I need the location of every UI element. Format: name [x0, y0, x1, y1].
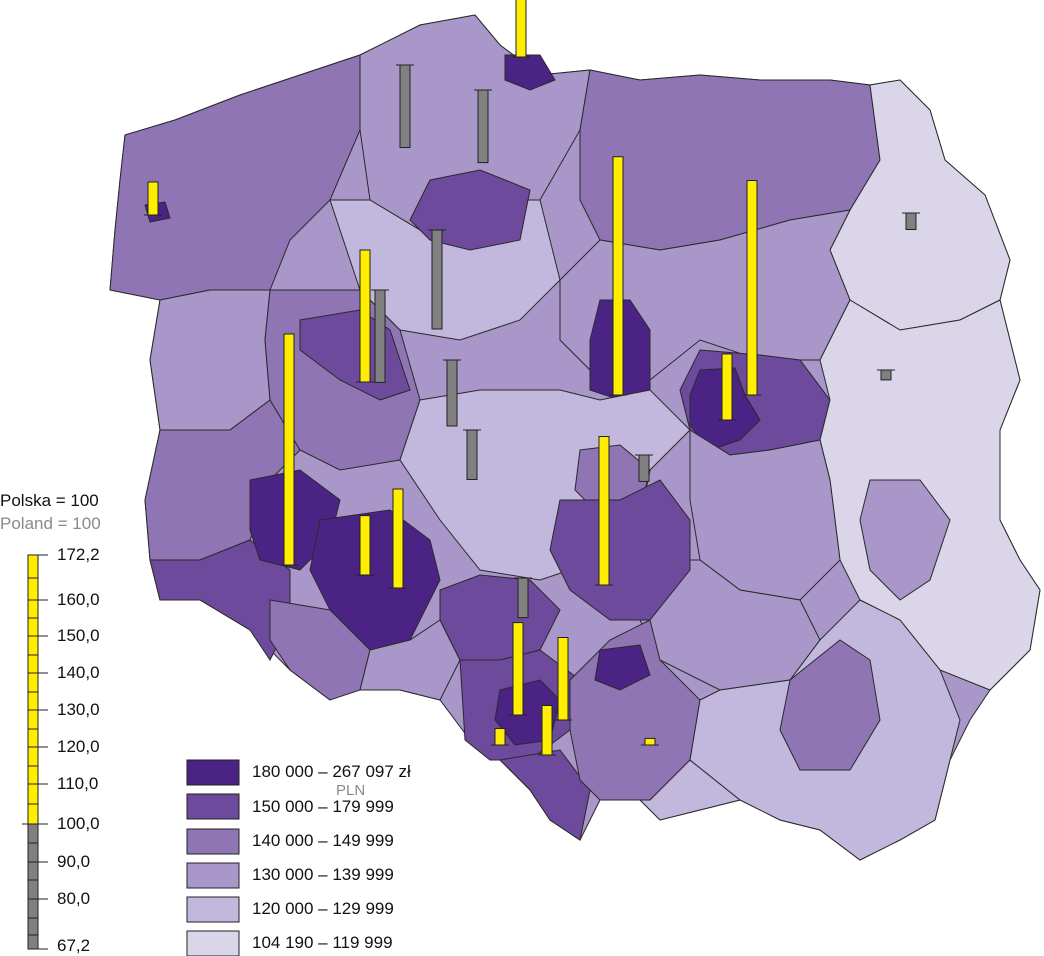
legend-unit-pl: zł: [398, 762, 411, 781]
legend-label-2: 150 000 – 179 999: [252, 797, 394, 816]
region-radom: [689, 429, 841, 601]
region-index-bar: [392, 488, 404, 589]
region-walbrzych: [269, 599, 371, 701]
region-index-bar: [399, 64, 411, 148]
region-index-bar: [359, 515, 371, 576]
region-opolskie: [359, 619, 461, 701]
region-index-bar: [746, 180, 758, 396]
region-krakow: [594, 644, 651, 691]
region-index-bar: [598, 436, 610, 586]
scale-title-pl: Polska = 100: [0, 491, 99, 510]
region-index-bar: [359, 249, 371, 383]
legend-label-3: 140 000 – 149 999: [252, 831, 394, 850]
legend-label-4: 130 000 – 139 999: [252, 865, 394, 884]
region-index-bar: [477, 89, 489, 164]
region-index-bar: [466, 429, 478, 480]
region-index-bar: [644, 737, 656, 746]
legend-label-6: 104 190 – 119 999: [252, 933, 393, 952]
region-index-bar: [374, 289, 386, 383]
region-index-bar: [515, 0, 527, 58]
region-rzeszow: [779, 639, 881, 771]
region-piotrkowski: [549, 479, 691, 621]
scale-title-en: Poland = 100: [0, 514, 101, 533]
index-scale: [22, 554, 48, 950]
region-index-bar: [721, 353, 733, 421]
region-index-bar: [541, 705, 553, 756]
legend-swatch-6: [186, 930, 240, 956]
scale-tick-reference: 100,0: [57, 814, 100, 833]
region-gdansk: [504, 54, 556, 91]
region-index-bar: [557, 637, 569, 721]
scale-tick-label: 140,0: [57, 663, 100, 682]
region-index-bar: [494, 728, 506, 746]
scale-tick-label: 120,0: [57, 737, 100, 756]
scale-tick-label: 80,0: [57, 889, 91, 908]
scale-tick-label: 67,2: [57, 936, 91, 955]
region-index-bar: [512, 622, 524, 716]
scale-tick-label: 172,2: [57, 545, 100, 564]
region-west-north: [109, 54, 361, 301]
region-index-bar: [638, 454, 650, 482]
legend-label-1: 180 000 – 267 097 zł: [252, 762, 411, 781]
region-nowosadecki: [600, 759, 742, 821]
region-index-bar: [446, 359, 458, 427]
region-index-bar: [612, 156, 624, 396]
legend-swatch-4: [186, 862, 240, 889]
legend-swatch-1: [186, 759, 240, 786]
region-index-bar: [905, 212, 917, 230]
map-regions: [109, 14, 1041, 861]
region-index-bar: [880, 369, 892, 381]
region-index-bar: [517, 577, 529, 619]
scale-tick-label: 150,0: [57, 626, 100, 645]
scale-tick-label: 110,0: [57, 774, 99, 793]
region-west-middle: [149, 289, 271, 431]
legend-swatch-3: [186, 828, 240, 855]
legend-label-5: 120 000 – 129 999: [252, 899, 394, 918]
legend: [186, 759, 240, 956]
legend-unit-en: PLN: [336, 782, 366, 799]
legend-swatch-5: [186, 896, 240, 923]
region-index-bar: [147, 181, 159, 216]
region-lublin: [859, 479, 951, 601]
legend-swatch-2: [186, 793, 240, 820]
region-index-bar: [283, 333, 295, 566]
scale-tick-label: 130,0: [57, 700, 100, 719]
region-bielsko: [498, 749, 591, 841]
region-index-bar: [431, 229, 443, 330]
region-index-bars: [144, 0, 920, 756]
scale-tick-label: 160,0: [57, 590, 100, 609]
scale-tick-label: 90,0: [57, 852, 91, 871]
